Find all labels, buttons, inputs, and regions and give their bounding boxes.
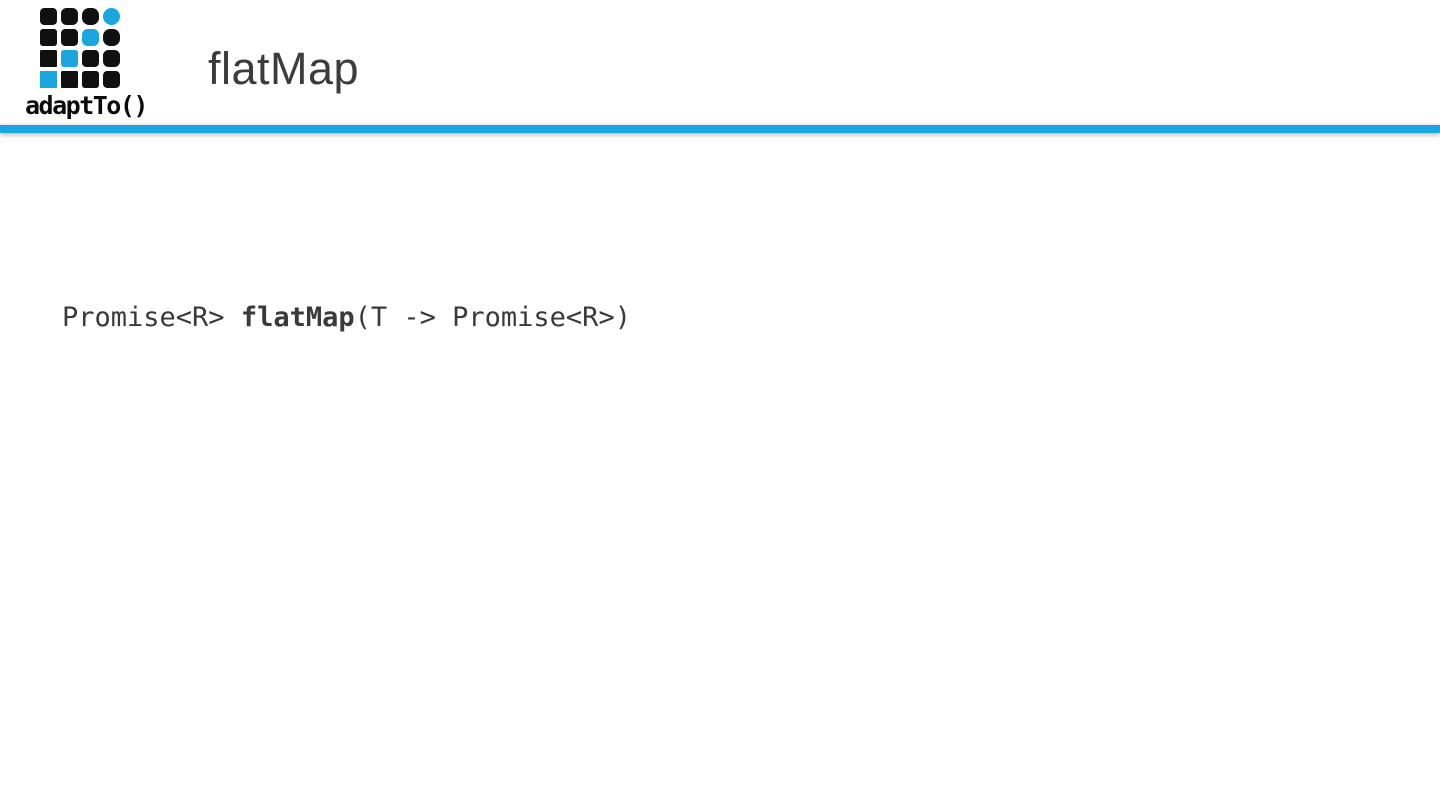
logo-cell <box>40 50 57 67</box>
logo-brand-text: adaptTo() <box>25 91 148 120</box>
page-title: flatMap <box>208 43 360 94</box>
logo-cell <box>103 71 120 88</box>
logo-cell <box>82 8 99 25</box>
logo-cell <box>40 29 57 46</box>
code-line: Promise<R> flatMap(T -> Promise<R>) <box>62 301 631 335</box>
logo-cell <box>103 50 120 67</box>
logo-cell <box>82 71 99 88</box>
code-return-type: Promise<R> <box>62 302 241 333</box>
adaptto-logo: adaptTo() <box>25 8 148 120</box>
logo-cell <box>61 50 78 67</box>
logo-cell <box>82 50 99 67</box>
logo-cell <box>61 71 78 88</box>
header-divider-line <box>0 125 1440 133</box>
code-method-name: flatMap <box>240 302 355 333</box>
logo-cell <box>61 8 78 25</box>
logo-cell <box>61 29 78 46</box>
logo-cell <box>103 29 120 46</box>
logo-grid-icon <box>40 8 120 88</box>
code-signature: (T -> Promise<R>) <box>354 302 631 333</box>
logo-cell <box>40 8 57 25</box>
logo-cell <box>82 29 99 46</box>
logo-cell <box>103 8 120 25</box>
logo-cell <box>40 71 57 88</box>
